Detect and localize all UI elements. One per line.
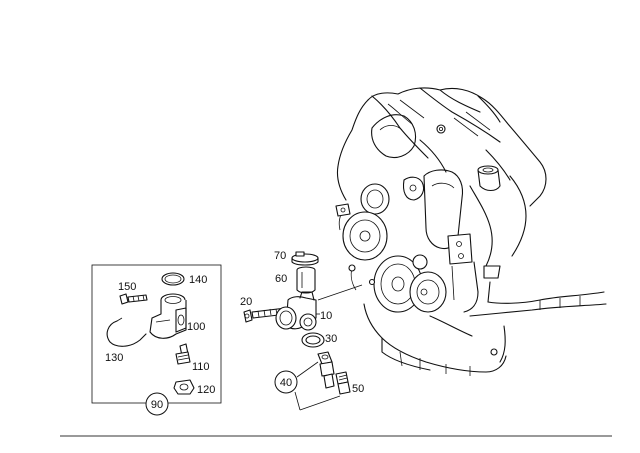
part-120-nut [173,379,195,395]
part-150-screw [119,293,148,305]
part-100-flange-housing [149,293,187,339]
part-50-sensor-plug [335,371,351,395]
callout-90-circle [145,392,169,416]
callout-20: 20 [240,296,252,308]
leader-engine [317,284,363,301]
callout-40-circle [274,370,298,394]
callout-50: 50 [352,383,364,395]
callout-70: 70 [274,250,286,262]
callout-10: 10 [320,310,332,322]
leader-40-b [294,391,301,411]
callout-120: 120 [197,384,215,396]
part-10-thermostat-housing [275,291,317,331]
callout-130: 130 [105,352,123,364]
part-40-temperature-sensor [317,351,335,389]
callout-100: 100 [187,321,205,333]
callout-40: 40 [280,377,292,389]
callout-140: 140 [189,274,207,286]
part-70-hose-clamp [291,251,319,266]
callout-90: 90 [151,399,163,411]
part-60-hose-sleeve [296,266,316,294]
callout-30: 30 [325,333,337,345]
leader-40-a [296,361,319,378]
callout-150: 150 [118,281,136,293]
part-30-o-ring [301,332,325,348]
engine-block-illustration [335,87,607,376]
callout-60: 60 [275,273,287,285]
part-140-seal-ring [161,272,185,286]
part-130-retaining-clip [106,320,147,347]
callout-110: 110 [192,361,210,373]
leader-40-c [299,395,341,411]
part-110-sensor [175,343,191,365]
